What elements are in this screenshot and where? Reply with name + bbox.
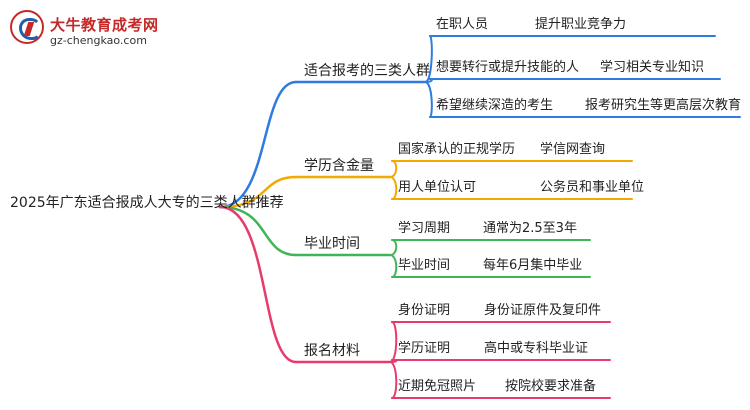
- child-label: 希望继续深造的考生: [436, 97, 553, 113]
- logo-title: 大牛教育成考网: [50, 16, 159, 34]
- child-connector: [389, 254, 398, 278]
- child-connector: [389, 160, 398, 178]
- child-connector: [389, 321, 398, 363]
- child-connector: [389, 361, 398, 399]
- child-detail: 公务员和事业单位: [540, 179, 644, 195]
- child-label: 近期免冠照片: [398, 379, 476, 394]
- child-label: 想要转行或提升技能的人: [436, 59, 579, 75]
- child-detail: 每年6月集中毕业: [483, 257, 582, 273]
- logo-mark-icon: [10, 10, 44, 44]
- branch-label: 适合报考的三类人群: [304, 63, 430, 79]
- child-connector: [389, 176, 398, 200]
- branch-label: 报名材料: [304, 343, 360, 359]
- child-detail: 身份证原件及复印件: [484, 302, 601, 318]
- logo-url: gz-chengkao.com: [50, 34, 147, 47]
- child-label: 学习周期: [398, 220, 450, 236]
- child-detail: 按院校要求准备: [505, 378, 596, 394]
- branch-connector: [218, 175, 298, 209]
- child-label: 毕业时间: [398, 258, 450, 273]
- child-detail: 学习相关专业知识: [600, 59, 704, 75]
- child-detail: 高中或专科毕业证: [484, 340, 588, 356]
- child-label: 国家承认的正规学历: [398, 141, 515, 157]
- child-label: 在职人员: [436, 17, 488, 32]
- mindmap-edges: [218, 35, 741, 399]
- branch-label: 毕业时间: [304, 236, 360, 252]
- child-label: 身份证明: [398, 302, 450, 318]
- branch-connector: [218, 205, 298, 364]
- child-detail: 通常为2.5至3年: [483, 221, 577, 236]
- branch-connector: [218, 205, 298, 257]
- child-detail: 学信网查询: [540, 141, 605, 157]
- child-detail: 报考研究生等更高层次教育: [585, 97, 741, 113]
- child-connector: [389, 239, 398, 256]
- root-topic: 2025年广东适合报成人大专的三类人群推荐: [10, 195, 284, 211]
- child-label: 用人单位认可: [398, 180, 476, 195]
- site-logo[interactable]: 大牛教育成考网 gz-chengkao.com: [10, 10, 158, 52]
- branch-connector: [218, 80, 298, 209]
- child-connector: [424, 35, 433, 83]
- child-detail: 提升职业竞争力: [535, 16, 626, 32]
- child-label: 学历证明: [398, 340, 450, 356]
- child-connector: [424, 81, 433, 118]
- branch-label: 学历含金量: [304, 158, 374, 174]
